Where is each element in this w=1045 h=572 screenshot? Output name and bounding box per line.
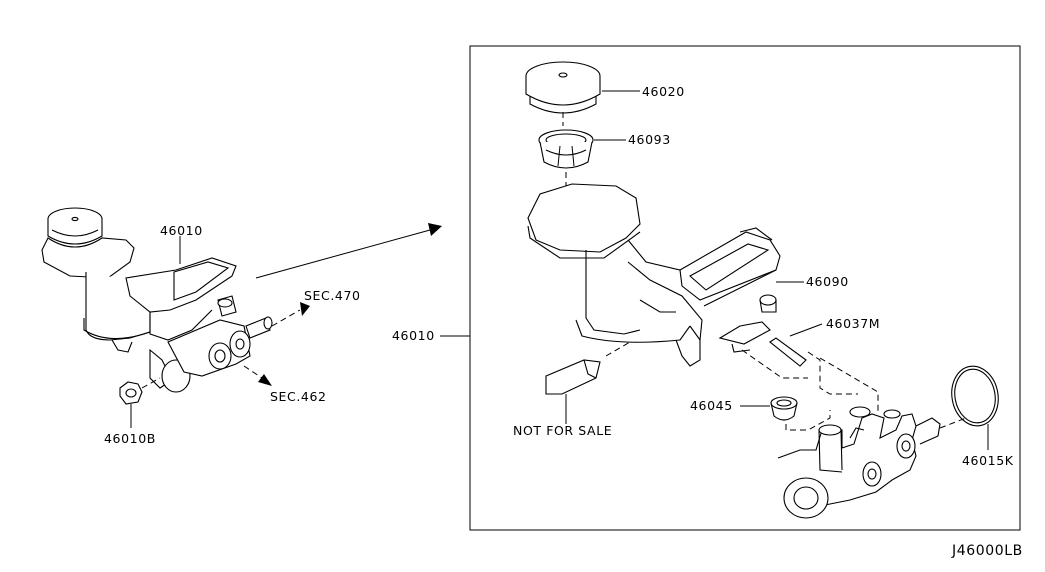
diagram-id: J46000LB (951, 543, 1023, 559)
label-46010-assembly: 46010 (160, 223, 203, 238)
label-sec-470: SEC.470 (304, 288, 361, 303)
label-46037m: 46037M (826, 316, 880, 331)
label-46010b: 46010B (104, 431, 156, 446)
label-46020: 46020 (642, 84, 685, 99)
label-46090: 46090 (806, 274, 849, 289)
label-46015k: 46015K (962, 453, 1014, 468)
label-not-for-sale: NOT FOR SALE (513, 423, 612, 438)
label-46010-exploded: 46010 (392, 328, 435, 343)
label-46045: 46045 (690, 398, 733, 413)
exploded-parts (525, 61, 999, 519)
label-sec-462: SEC.462 (270, 389, 327, 404)
assembled-master-cylinder (41, 207, 442, 428)
exploded-view-frame (469, 45, 1021, 531)
label-46093: 46093 (628, 132, 671, 147)
